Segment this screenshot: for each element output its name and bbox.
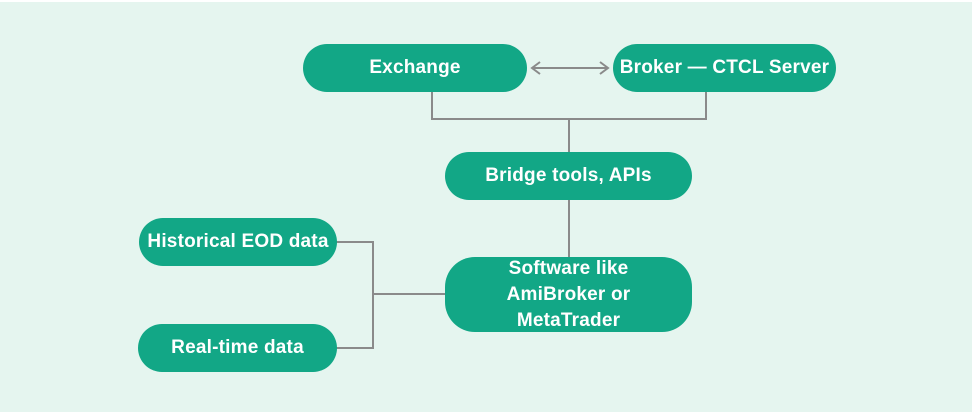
connector-historical-stub — [336, 241, 374, 243]
node-real-time-data: Real-time data — [138, 324, 337, 372]
node-bridge-tools-apis: Bridge tools, APIs — [445, 152, 692, 200]
connector-bar-to-bridge — [568, 120, 570, 152]
node-broker-ctcl-server: Broker — CTCL Server — [613, 44, 836, 92]
connector-top-bar — [431, 118, 707, 120]
connector-exchange-drop — [431, 92, 433, 120]
connector-realtime-stub — [336, 347, 374, 349]
node-software-amibroker-metatrader: Software like AmiBroker or MetaTrader — [445, 257, 692, 332]
node-historical-eod-data: Historical EOD data — [139, 218, 337, 266]
connector-bracket-to-software — [372, 293, 445, 295]
bidirectional-arrow-icon — [527, 59, 613, 77]
node-exchange: Exchange — [303, 44, 527, 92]
connector-bracket-vertical — [372, 241, 374, 349]
connector-broker-drop — [705, 92, 707, 120]
connector-bridge-to-software — [568, 200, 570, 257]
